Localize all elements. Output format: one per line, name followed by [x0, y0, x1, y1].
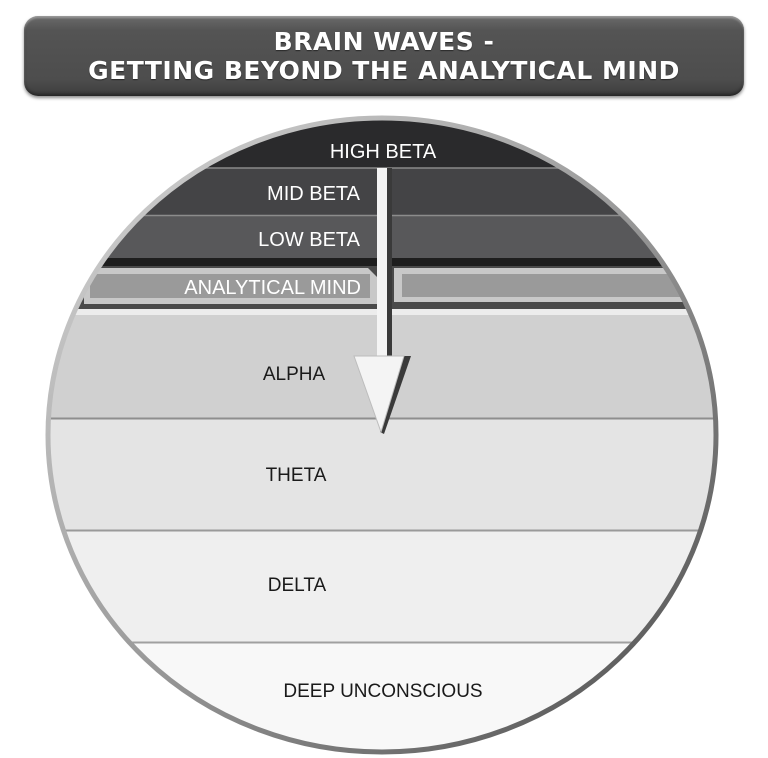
- label-delta: DELTA: [268, 575, 327, 596]
- arrow-shaft-shadow: [386, 168, 392, 358]
- label-mid-beta: MID BETA: [267, 183, 361, 205]
- title-banner: BRAIN WAVES - GETTING BEYOND THE ANALYTI…: [24, 16, 744, 96]
- circle-outline: [45, 115, 719, 755]
- label-deep-unconscious: DEEP UNCONSCIOUS: [283, 681, 482, 702]
- arrowhead-shadow: [380, 356, 411, 434]
- band-analytical-mind: [90, 274, 370, 298]
- label-theta: THETA: [266, 465, 327, 486]
- band-theta: [48, 418, 716, 530]
- arrow-shaft: [377, 168, 387, 360]
- arrowhead: [353, 355, 405, 434]
- label-high-beta: HIGH BETA: [330, 141, 437, 163]
- band-delta: [48, 530, 716, 642]
- label-low-beta: LOW BETA: [258, 229, 361, 251]
- label-analytical-mind: ANALYTICAL MIND: [184, 277, 361, 299]
- title-line-2: GETTING BEYOND THE ANALYTICAL MIND: [88, 56, 680, 85]
- analytical-mind-right-fill: [402, 274, 702, 297]
- label-alpha: ALPHA: [263, 364, 326, 385]
- title-line-1: BRAIN WAVES -: [273, 27, 495, 56]
